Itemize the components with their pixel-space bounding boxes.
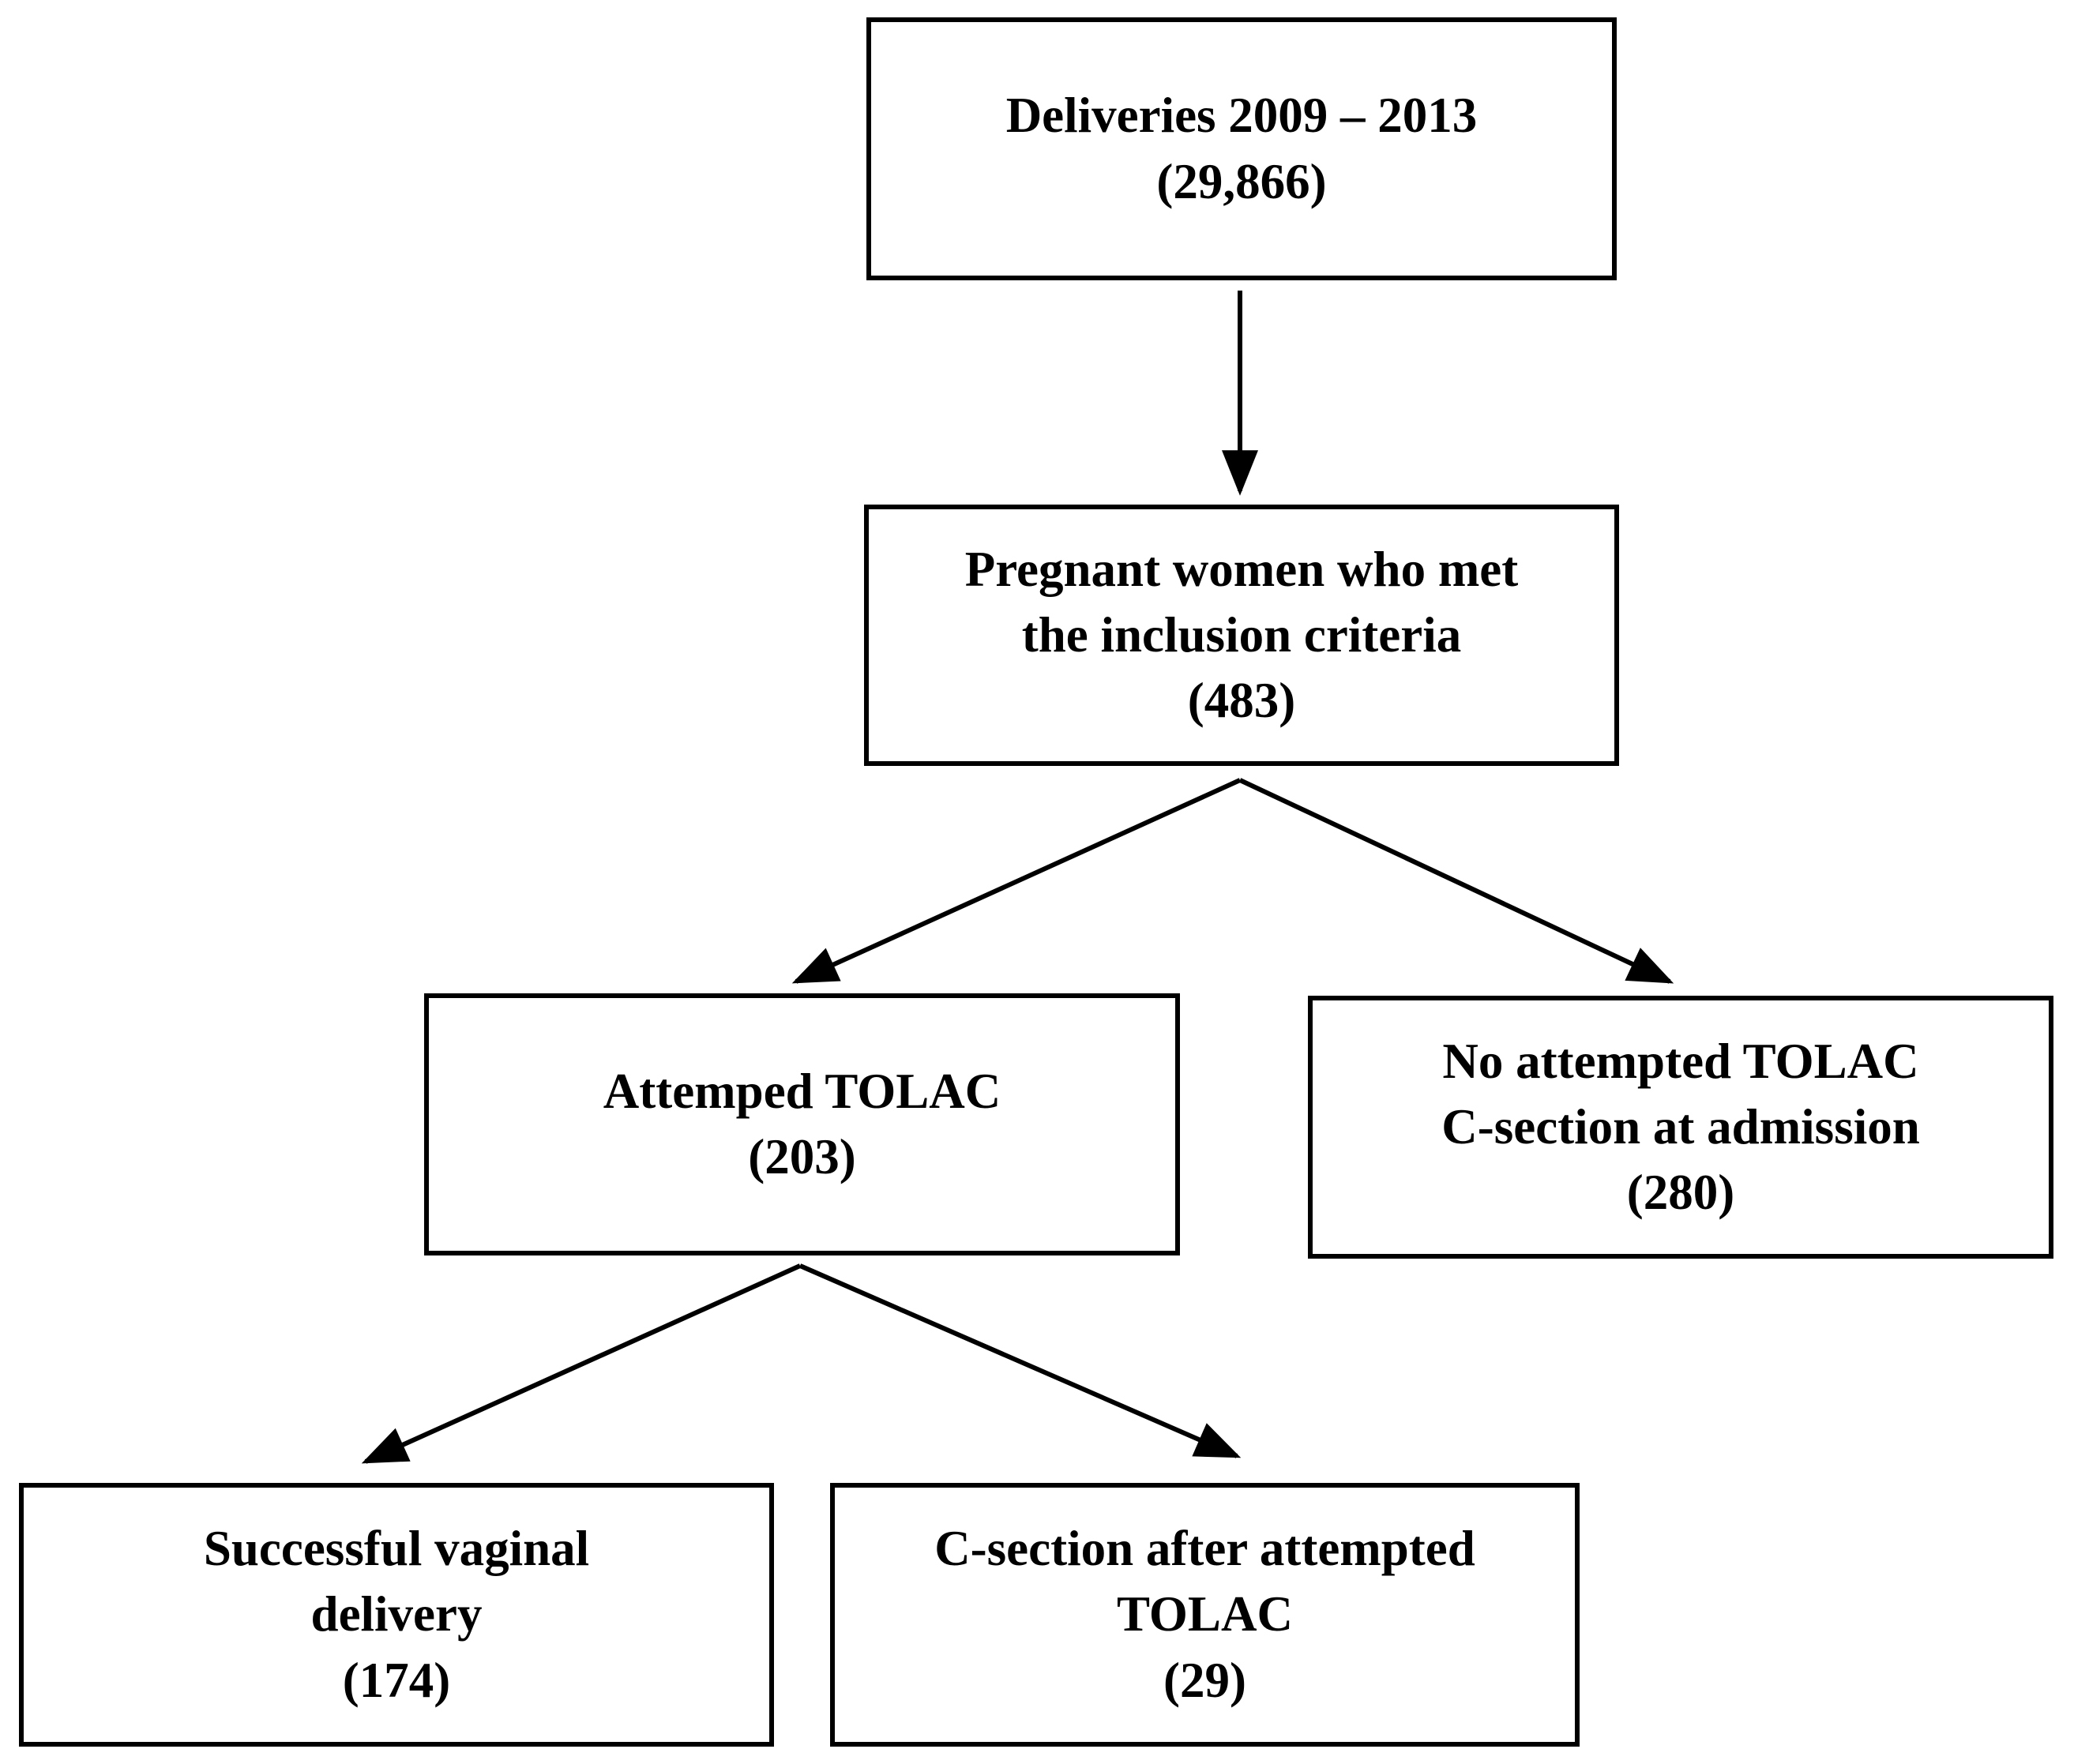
arrow-inclusion-to-no-attempted-tolac [1238, 778, 1674, 984]
node-attempted-tolac-count: (203) [748, 1129, 856, 1184]
node-inclusion-line-1: Pregnant women who met [964, 541, 1519, 597]
node-vaginal-count: (174) [342, 1652, 451, 1708]
node-deliveries-line-1: Deliveries 2009 – 2013 [1005, 88, 1478, 144]
node-deliveries: Deliveries 2009 – 2013 (29,866) [866, 17, 1617, 280]
node-csection-line-1: C-section after attempted [934, 1521, 1475, 1577]
node-deliveries-count: (29,866) [1156, 153, 1327, 209]
node-no-attempted-tolac: No attempted TOLAC C-section at admissio… [1308, 996, 2053, 1259]
node-csection-line-2: TOLAC [1117, 1586, 1293, 1642]
node-no-attempted-line-2: C-section at admission [1441, 1098, 1920, 1154]
node-vaginal-line-1: Successful vaginal [203, 1521, 590, 1577]
node-inclusion-criteria: Pregnant women who met the inclusion cri… [864, 505, 1619, 766]
arrow-attempted-to-csection [798, 1263, 1242, 1458]
node-no-attempted-count: (280) [1626, 1165, 1735, 1221]
node-inclusion-line-2: the inclusion criteria [1021, 606, 1462, 662]
node-csection-count: (29) [1163, 1652, 1246, 1708]
node-successful-vaginal-delivery: Successful vaginal delivery (174) [19, 1483, 774, 1747]
node-inclusion-count: (483) [1187, 673, 1296, 729]
node-csection-after-tolac: C-section after attempted TOLAC (29) [830, 1483, 1580, 1747]
node-vaginal-line-2: delivery [310, 1586, 483, 1642]
node-no-attempted-line-1: No attempted TOLAC [1442, 1033, 1919, 1089]
node-attempted-tolac: Attemped TOLAC (203) [424, 993, 1180, 1255]
arrow-attempted-to-vaginal [361, 1263, 802, 1464]
arrow-inclusion-to-attempted-tolac [791, 778, 1242, 984]
node-attempted-tolac-line-1: Attemped TOLAC [603, 1063, 1001, 1119]
